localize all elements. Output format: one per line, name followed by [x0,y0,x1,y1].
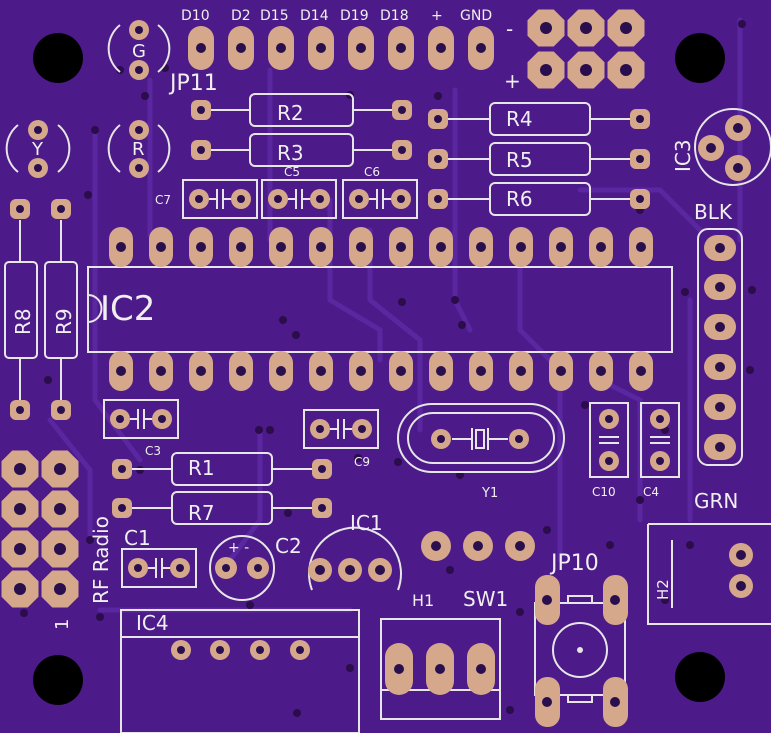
rf-pin1-label: 1 [52,619,73,630]
capacitor-c9 [303,409,379,449]
resistor-labels: R2 R3 R4 R5 R6 R1 R7 [188,101,533,525]
c10-label: C10 [592,485,616,499]
led-g-label: G [132,41,146,62]
resistor-r5 [428,142,650,176]
jp10-label: JP10 [549,551,599,576]
c9-label: C9 [354,455,370,469]
c2-polarity-label: + - [228,540,249,556]
three-pin-header [421,531,535,561]
c6-label: C6 [364,165,380,179]
header-minus-label: - [506,17,513,41]
blk-label: BLK [694,200,733,224]
crystal-y1: Y1 [397,403,565,501]
r3-label: R3 [277,141,304,165]
r2-label: R2 [277,101,304,125]
led-y: Y [5,120,71,178]
top-right-header: - + [504,9,645,93]
mounting-holes [33,33,725,705]
jp11-label: JP11 [168,71,218,96]
header-label-d2: D2 [231,8,251,24]
h1-label: H1 [412,591,434,610]
h2-connector: H2 [647,523,771,625]
led-g: G [107,20,171,80]
capacitor-labels: C5 C6 C7 C3 C9 C10 C4 [145,165,659,499]
capacitor-c6 [342,179,418,219]
sw1-label: SW1 [463,587,508,611]
capacitor-c7 [182,179,258,219]
resistor-r1 [112,452,332,486]
ic4-label: IC4 [136,611,169,635]
resistor-r3 [191,133,412,167]
r7-label: R7 [188,501,215,525]
ic1-to92: IC1 [308,511,402,591]
header-label-gnd: GND [460,8,492,24]
led-y-label: Y [31,139,44,160]
led-r-label: R [132,139,145,160]
r8-label: R8 [11,308,35,335]
capacitor-c4 [640,402,680,478]
c3-label: C3 [145,444,161,458]
header-plus-label: + [504,69,521,93]
header-label-d14: D14 [300,8,329,24]
resistor-r6 [428,182,650,216]
header-pin-row: D10 D2 D15 D14 D19 D18 + GND JP11 [168,8,494,96]
ic1-label: IC1 [350,511,383,535]
grn-label: GRN [694,489,738,513]
capacitor-c10 [589,402,629,478]
led-r: R [107,120,171,178]
h2-label: H2 [654,579,672,600]
rf-radio-header [1,450,79,608]
header-label-d10: D10 [181,8,210,24]
r8-r9-resistors: R8 R9 [4,199,78,420]
r9-label: R9 [52,308,76,335]
ic3-label: IC3 [671,139,695,172]
c1-label: C1 [124,526,151,550]
header-label-d19: D19 [340,8,369,24]
r5-label: R5 [506,148,533,172]
header-label-d15: D15 [260,8,289,24]
jp10-pushbutton: JP10 [534,551,628,727]
header-label-plus: + [431,8,443,24]
r4-label: R4 [506,107,533,131]
c2-label: C2 [275,534,302,558]
c2-electrolytic: + - C2 [209,534,302,601]
rf-radio-label: RF Radio [89,516,113,604]
ic3-regulator: IC3 [671,108,771,186]
r6-label: R6 [506,187,533,211]
ic2-label: IC2 [100,289,155,329]
ic2-dip-chip: IC2 [87,227,673,391]
c7-label: C7 [155,193,171,207]
sw1-switch: H1 SW1 [380,587,508,720]
right-6pin-header [697,228,743,466]
capacitor-c5 [261,179,337,219]
y1-label: Y1 [481,486,498,501]
resistor-r7 [112,491,332,525]
r1-label: R1 [188,456,215,480]
c5-label: C5 [284,165,300,179]
ic4-module: IC4 [120,609,360,733]
resistor-r4 [428,102,650,136]
capacitor-c3 [103,399,179,439]
resistor-r2 [191,93,412,127]
header-label-d18: D18 [380,8,409,24]
capacitor-c1 [121,548,197,588]
c4-label: C4 [643,485,659,499]
